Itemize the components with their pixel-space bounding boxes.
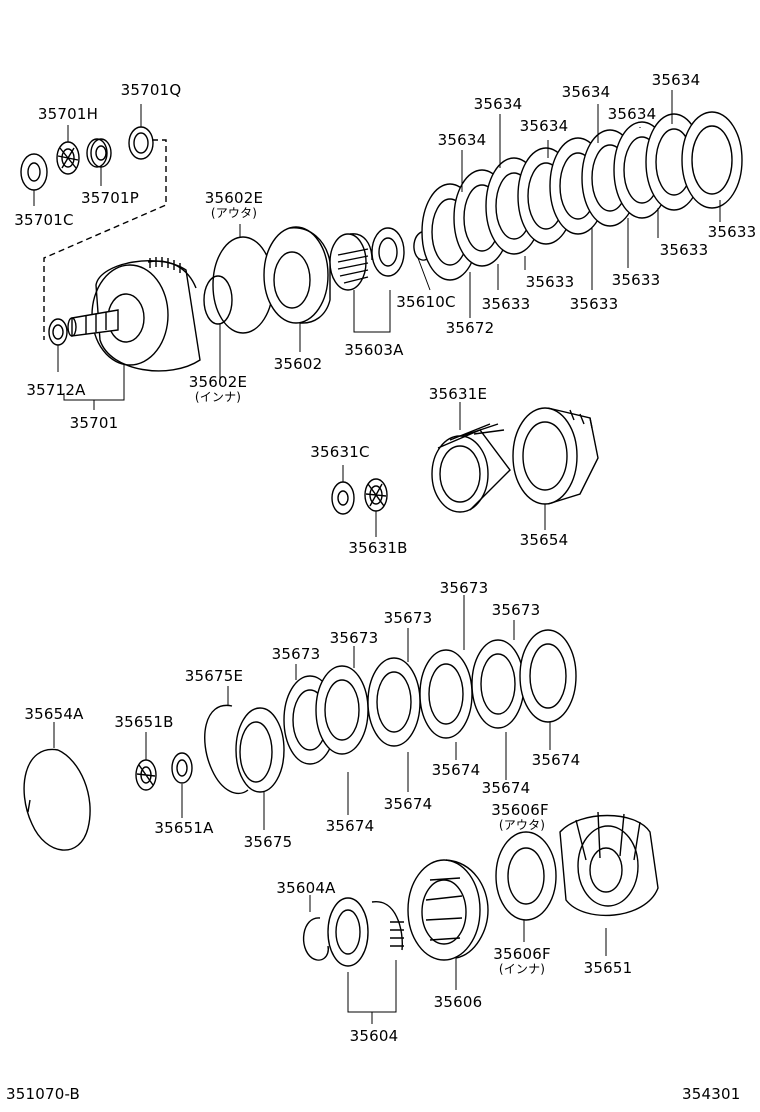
label-35674-a: 35674 — [531, 751, 581, 769]
label-35651a: 35651A — [154, 819, 214, 837]
label-35675: 35675 — [243, 833, 293, 851]
label-35633-b: 35633 — [659, 241, 709, 259]
oring-inner-35602e — [203, 275, 233, 325]
label-35654a: 35654A — [24, 705, 84, 723]
label-35701p: 35701P — [81, 189, 139, 207]
drum-35701 — [67, 257, 201, 372]
label-35603a: 35603A — [344, 341, 404, 359]
sublabel-inner: (インナ) — [194, 390, 242, 404]
label-35674-d: 35674 — [383, 795, 433, 813]
label-35634-d: 35634 — [437, 131, 487, 149]
ring-35675 — [235, 707, 285, 793]
label-35634-a: 35634 — [473, 95, 523, 113]
label-35633-c: 35633 — [611, 271, 661, 289]
hub-35631e — [431, 423, 511, 513]
washer-35701q — [128, 126, 154, 160]
sublabel-inner-2: (インナ) — [498, 962, 546, 976]
label-35701c: 35701C — [14, 211, 74, 229]
bearing-35701h — [56, 141, 80, 175]
snap-ring-35604a — [302, 917, 329, 961]
label-35673-b: 35673 — [491, 601, 541, 619]
spring-35603a — [329, 233, 373, 291]
label-35633-e: 35633 — [481, 295, 531, 313]
label-35673-c: 35673 — [383, 609, 433, 627]
label-35606f-outer: 35606F — [491, 801, 549, 819]
label-35606: 35606 — [433, 993, 483, 1011]
label-35631b: 35631B — [348, 539, 408, 557]
drum-35654 — [512, 407, 599, 505]
label-35634-e: 35634 — [519, 117, 569, 135]
label-35633-f: 35633 — [569, 295, 619, 313]
snap-ring-35654a — [23, 748, 91, 851]
label-35701: 35701 — [69, 414, 119, 432]
label-35701h: 35701H — [37, 105, 99, 123]
label-35633-d: 35633 — [525, 273, 575, 291]
label-35701q: 35701Q — [120, 81, 182, 99]
ring-35610c — [371, 227, 405, 277]
label-35712a: 35712A — [26, 381, 86, 399]
label-35674-c: 35674 — [481, 779, 531, 797]
label-35631e: 35631E — [428, 385, 488, 403]
washer-35701c — [20, 153, 48, 191]
label-35672: 35672 — [445, 319, 495, 337]
piston-35602 — [263, 226, 331, 324]
leader-lines-top — [33, 90, 721, 410]
plate-outer-35606f — [495, 831, 557, 921]
label-35674-b: 35674 — [431, 761, 481, 779]
snap-ring-35675e — [204, 704, 249, 795]
label-35604: 35604 — [349, 1027, 399, 1045]
washer-35651a — [171, 752, 193, 784]
label-35651: 35651 — [583, 959, 633, 977]
label-35631c: 35631C — [310, 443, 370, 461]
label-35673-d: 35673 — [329, 629, 379, 647]
label-35673-e: 35673 — [271, 645, 321, 663]
label-35651b: 35651B — [114, 713, 174, 731]
clutch-pack-lower — [283, 629, 577, 765]
label-35634-c: 35634 — [651, 71, 701, 89]
bearing-35604 — [327, 897, 404, 967]
sublabel-outer-2: (アウタ) — [498, 818, 546, 832]
label-35673-a: 35673 — [439, 579, 489, 597]
label-35606f-inner: 35606F — [493, 945, 551, 963]
label-35602: 35602 — [273, 355, 323, 373]
figure-code-left: 351070-B — [6, 1085, 81, 1103]
sublabel-outer: (アウタ) — [210, 206, 258, 220]
label-35602e-outer: 35602E — [204, 189, 264, 207]
figure-code-right: 354301 — [682, 1085, 741, 1103]
label-35634-b: 35634 — [561, 83, 611, 101]
seal-35712a — [48, 318, 68, 346]
label-35610c: 35610C — [396, 293, 456, 311]
label-35602e-inner: 35602E — [188, 373, 248, 391]
label-35604a: 35604A — [276, 879, 336, 897]
label-35675e: 35675E — [184, 667, 244, 685]
leader-lines-lower — [53, 595, 607, 1024]
label-35654: 35654 — [519, 531, 569, 549]
label-35634-f: 35634 — [607, 105, 657, 123]
label-35633-a: 35633 — [707, 223, 757, 241]
clutch-pack-upper — [421, 111, 743, 281]
bearing-35701p — [86, 138, 112, 168]
label-35674-e: 35674 — [325, 817, 375, 835]
drum-35651 — [559, 811, 659, 917]
clutch-35606 — [407, 859, 489, 961]
